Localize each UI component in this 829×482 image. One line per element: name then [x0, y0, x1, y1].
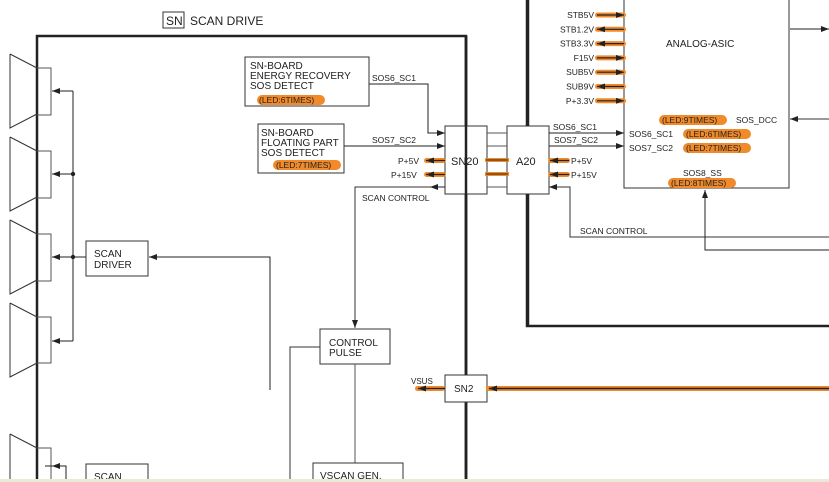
sn20-p5v-label: P+5V [398, 156, 419, 166]
asic-led7-badge: (LED:7TIMES) [686, 143, 741, 153]
fp-label-2: FLOATING PART [261, 138, 339, 149]
sn2-label: SN2 [454, 384, 474, 395]
floating-part-block: SN-BOARD FLOATING PART SOS DETECT (LED:7… [257, 123, 345, 174]
pin-label: SUB5V [566, 67, 594, 77]
sn-badge: SN [166, 14, 183, 28]
pin-label: STB3.3V [560, 39, 594, 49]
scan-bottom-label: SCAN [94, 472, 122, 482]
analog-asic-label: ANALOG-ASIC [666, 39, 734, 50]
scan-electrode [9, 53, 38, 129]
sos8-label: SOS8_SS [683, 168, 722, 178]
control-pulse-label-1: CONTROL [329, 338, 378, 349]
scan-electrode [9, 433, 38, 482]
scan-control-wire-left [352, 186, 445, 328]
sos6-wire-left [369, 83, 445, 136]
scan-driver-label-2: DRIVER [94, 260, 132, 271]
asic-power-pin: F15V [574, 53, 626, 63]
window-bottom-strip [0, 479, 829, 482]
asic-power-pins: STB5V STB1.2V STB3.3V F15V SUB5V SUB9V P+3.3V [560, 10, 626, 106]
energy-recovery-block: SN-BOARD ENERGY RECOVERY SOS DETECT (LED… [244, 56, 370, 107]
asic-power-pin: STB1.2V [560, 24, 626, 34]
scan-electrode [9, 136, 38, 212]
sn-badge-frame [162, 11, 185, 29]
er-label-2: ENERGY RECOVERY [250, 71, 351, 82]
a20-p5v-label: P+5V [571, 156, 592, 166]
a20-p15v-label: P+15V [571, 170, 597, 180]
asic-power-pin: SUB5V [566, 67, 626, 77]
sos7-label-right: SOS7_SC2 [554, 135, 598, 145]
asic-led6-badge: (LED:6TIMES) [686, 129, 741, 139]
section-title-label: SCAN DRIVE [190, 14, 263, 28]
er-label-1: SN-BOARD [250, 61, 303, 72]
a20-label: A20 [516, 156, 536, 168]
er-led-badge: (LED:6TIMES) [259, 95, 314, 105]
vscan-gen-block: VSCAN GEN. [312, 462, 404, 482]
asic-power-pin: STB3.3V [560, 39, 626, 49]
er-label-3: SOS DETECT [250, 81, 314, 92]
scan-control-label-left: SCAN CONTROL [362, 193, 430, 203]
control-pulse-label-2: PULSE [329, 348, 362, 359]
sn20-p15v-label: P+15V [391, 170, 417, 180]
sn20-power: P+5V P+15V [391, 156, 446, 180]
sos-dcc-label: SOS_DCC [736, 115, 777, 125]
scan-driver-label-1: SCAN [94, 249, 122, 260]
scan-electrode [9, 219, 38, 295]
analog-asic-block: ANALOG-ASIC (LED:9TIMES) SOS_DCC SOS6_SC… [623, 0, 790, 189]
driver-brackets [37, 67, 52, 482]
a20-power: P+5V P+15V [548, 156, 597, 180]
fp-led-badge: (LED:7TIMES) [276, 160, 331, 170]
sos8-wire [702, 190, 829, 251]
pin-label: STB1.2V [560, 24, 594, 34]
scan-electrode [9, 302, 38, 378]
vscan-gen-label: VSCAN GEN. [320, 471, 382, 482]
sn2-connector: SN2 VSUS [411, 374, 829, 403]
scan-control-label-right: SCAN CONTROL [580, 226, 648, 236]
sos7-label-left: SOS7_SC2 [372, 135, 416, 145]
asic-led9-badge: (LED:9TIMES) [662, 115, 717, 125]
sn20-a20-links [485, 132, 509, 188]
scan-control-wire-right [549, 184, 829, 238]
pin-label: F15V [574, 53, 595, 63]
asic-led8-badge: (LED:8TIMES) [671, 178, 726, 188]
a20-connector: A20 [506, 125, 550, 195]
fp-label-3: SOS DETECT [261, 148, 325, 159]
sos6-label-left: SOS6_SC1 [372, 73, 416, 83]
asic-power-pin: SUB9V [566, 82, 626, 92]
vsus-label: VSUS [411, 377, 433, 386]
fp-label-1: SN-BOARD [261, 128, 314, 139]
asic-sos7-label: SOS7_SC2 [629, 143, 673, 153]
asic-sos6-label: SOS6_SC1 [629, 129, 673, 139]
scan-block-bottom: SCAN [85, 463, 149, 482]
scan-driver-bus [45, 88, 86, 482]
section-title: SN SCAN DRIVE [162, 11, 263, 29]
pin-label: P+3.3V [566, 96, 594, 106]
control-pulse-block: CONTROL PULSE [289, 328, 391, 482]
scan-electrodes [9, 53, 38, 482]
asic-power-pin: STB5V [567, 10, 626, 20]
pin-label: SUB9V [566, 82, 594, 92]
scan-driver-block: SCAN DRIVER [85, 240, 271, 390]
pin-label: STB5V [567, 10, 594, 20]
asic-power-pin: P+3.3V [566, 96, 626, 106]
sos6-label-right: SOS6_SC1 [553, 122, 597, 132]
